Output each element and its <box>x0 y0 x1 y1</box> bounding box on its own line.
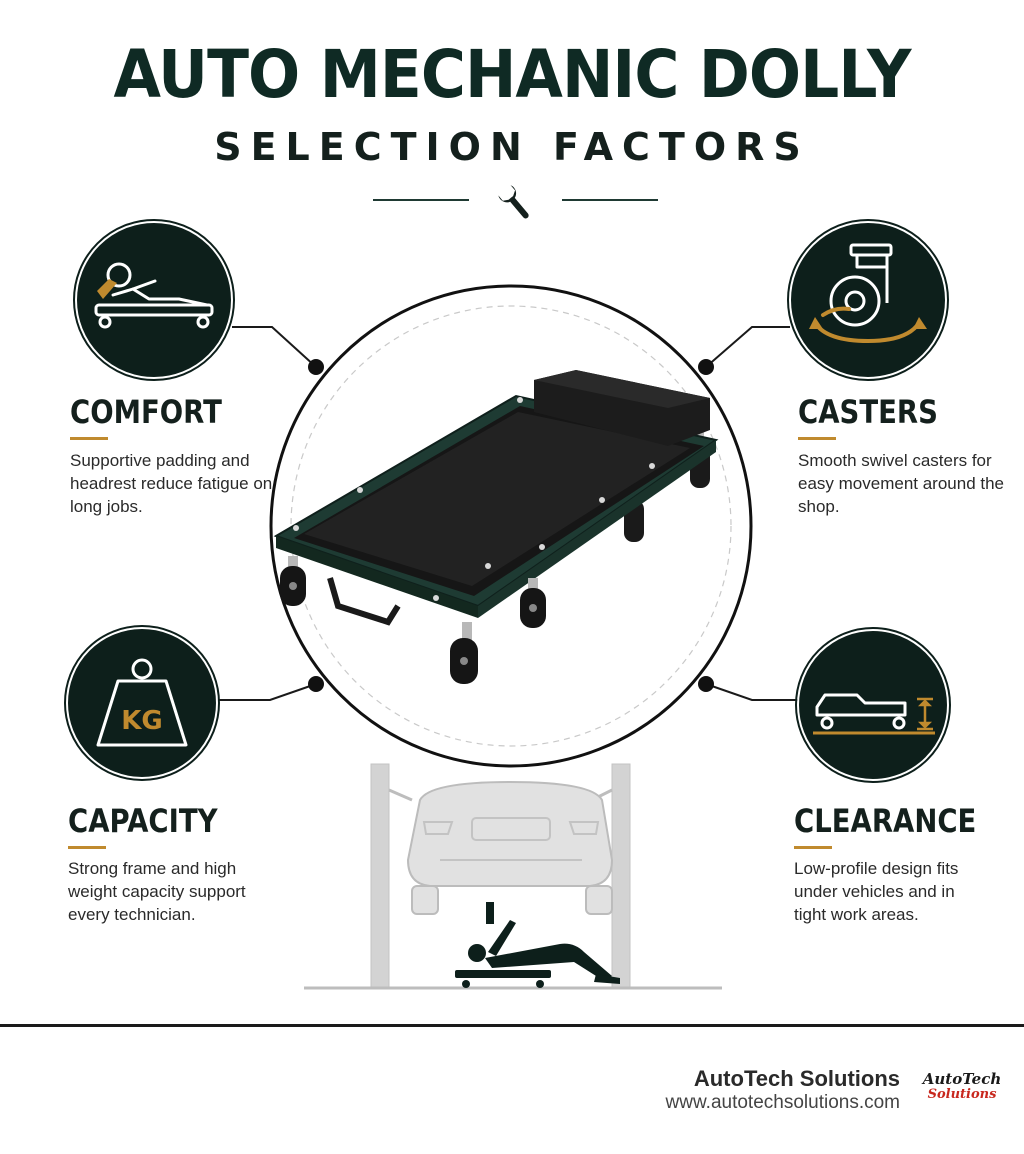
person-reclining-on-creeper-icon <box>73 219 235 381</box>
company-url[interactable]: www.autotechsolutions.com <box>665 1092 900 1113</box>
casters-underline <box>798 437 836 440</box>
comfort-title: COMFORT <box>70 393 222 431</box>
dolly-illustration <box>218 284 800 990</box>
page-title: AUTO MECHANIC DOLLY <box>113 36 911 113</box>
comfort-underline <box>70 437 108 440</box>
title-divider-left <box>373 199 469 201</box>
capacity-title: CAPACITY <box>68 802 218 840</box>
low-profile-height-icon <box>795 627 951 783</box>
logo-line-1: AutoTech <box>922 1070 1002 1088</box>
capacity-description: Strong frame and high weight capacity su… <box>68 859 246 924</box>
company-logo: AutoTech Solutions <box>914 1070 1010 1102</box>
kg-label: KG <box>121 706 163 736</box>
clearance-description: Low-profile design fits under vehicles a… <box>794 859 959 924</box>
comfort-description: Supportive padding and headrest reduce f… <box>70 451 273 516</box>
company-name: AutoTech Solutions <box>693 1066 900 1091</box>
wrench-icon <box>498 185 529 219</box>
page-subtitle: SELECTION FACTORS <box>214 125 810 169</box>
title-divider-right <box>562 199 658 201</box>
clearance-underline <box>794 846 832 849</box>
casters-title: CASTERS <box>798 393 938 431</box>
kg-weight-icon: KG <box>64 625 220 781</box>
swivel-caster-icon <box>787 219 949 381</box>
logo-line-2: Solutions <box>927 1087 997 1102</box>
clearance-title: CLEARANCE <box>794 802 977 840</box>
capacity-underline <box>68 846 106 849</box>
casters-description: Smooth swivel casters for easy movement … <box>798 451 1005 516</box>
footer-divider <box>0 1024 1024 1027</box>
